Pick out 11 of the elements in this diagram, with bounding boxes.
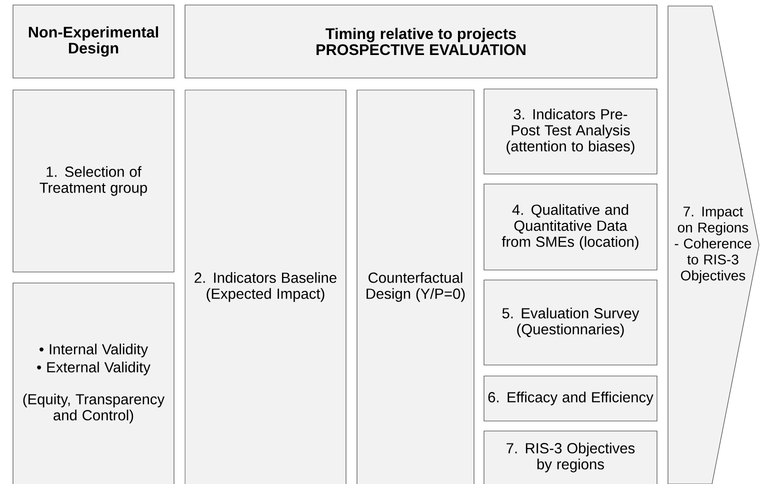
- box: 7. RIS-3 Objectives by regions: [484, 430, 658, 484]
- heading-box: Timing relative to projects PROSPECTIVE EVALUATION: [184, 4, 658, 78]
- box: Counterfactual Design (Y/P=0): [356, 90, 474, 484]
- box: • Internal Validity • External Validity (Equity, Transparency and Control): [12, 282, 174, 484]
- box: 1. Selection of Treatment group: [12, 90, 174, 272]
- box: 6. Efficacy and Efficiency: [484, 376, 658, 422]
- heading-box: Non-Experimental Design: [12, 4, 174, 78]
- box: 2. Indicators Baseline (Expected Impact): [184, 90, 346, 484]
- box: 5. Evaluation Survey (Questionnaries): [484, 280, 658, 366]
- box: 3. Indicators Pre-Post Test Analysis (attention to biases): [484, 88, 658, 174]
- box: 4. Qualitative and Quantitative Data from SMEs (location): [484, 184, 658, 270]
